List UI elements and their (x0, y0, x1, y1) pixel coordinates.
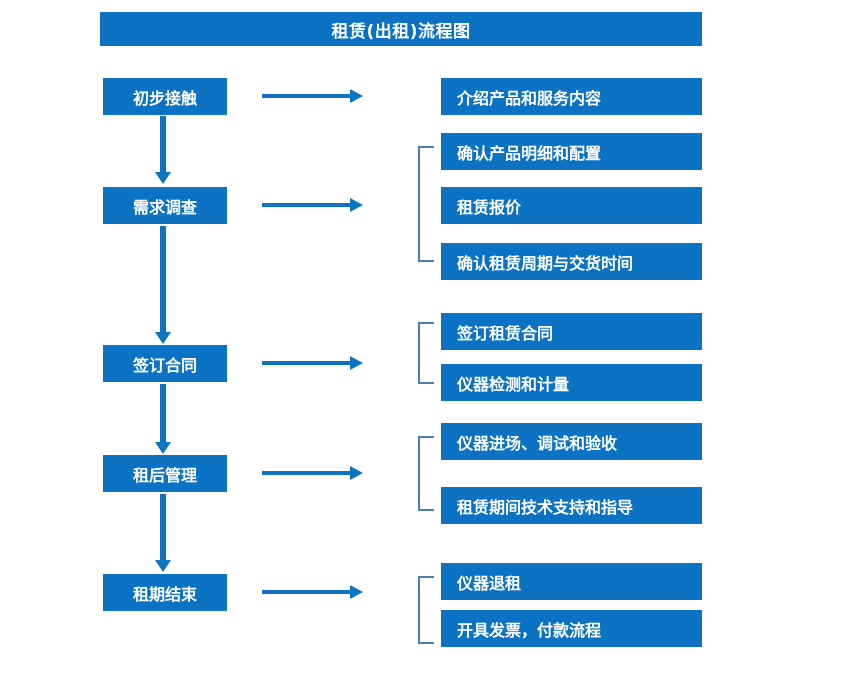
arrow-head (155, 172, 171, 184)
group-bracket-stage-2 (418, 146, 434, 262)
detail-box-confirm-rental-period[interactable]: 确认租赁周期与交货时间 (441, 243, 702, 280)
detail-box-rental-quote[interactable]: 租赁报价 (441, 187, 702, 224)
arrow-shaft (160, 226, 166, 332)
arrow-shaft (262, 94, 352, 98)
arrow-right-stage-2 (262, 198, 363, 212)
arrow-right-stage-3 (262, 356, 363, 370)
arrow-head (350, 356, 363, 370)
group-bracket-stage-5 (418, 576, 434, 644)
detail-box-sign-rental-contract[interactable]: 签订租赁合同 (441, 313, 702, 350)
arrow-head (350, 198, 363, 212)
group-bracket-stage-4 (418, 436, 434, 511)
stage-box-demand-survey[interactable]: 需求调查 (103, 187, 227, 224)
detail-box-technical-support[interactable]: 租赁期间技术支持和指导 (441, 487, 702, 524)
arrow-shaft (262, 590, 352, 594)
arrow-head (155, 332, 171, 344)
arrow-head (350, 466, 363, 480)
arrow-down-stage-2-to-3 (155, 226, 171, 344)
arrow-right-stage-1 (262, 89, 363, 103)
arrow-shaft (262, 203, 352, 207)
detail-box-introduce-products[interactable]: 介绍产品和服务内容 (441, 78, 702, 115)
arrow-head (155, 560, 171, 572)
arrow-shaft (262, 471, 352, 475)
arrow-shaft (262, 361, 352, 365)
stage-box-initial-contact[interactable]: 初步接触 (103, 78, 227, 115)
arrow-shaft (160, 116, 166, 172)
detail-box-instrument-inspection[interactable]: 仪器检测和计量 (441, 364, 702, 401)
arrow-down-stage-4-to-5 (155, 494, 171, 572)
stage-box-rental-end[interactable]: 租期结束 (103, 574, 227, 611)
flowchart-title: 租赁(出租)流程图 (100, 12, 702, 46)
arrow-head (350, 89, 363, 103)
stage-box-post-rental-management[interactable]: 租后管理 (103, 455, 227, 492)
arrow-shaft (160, 384, 166, 442)
arrow-shaft (160, 494, 166, 560)
group-bracket-stage-3 (418, 322, 434, 384)
detail-box-instrument-return[interactable]: 仪器退租 (441, 563, 702, 600)
stage-box-sign-contract[interactable]: 签订合同 (103, 345, 227, 382)
arrow-head (155, 442, 171, 454)
detail-box-instrument-installation[interactable]: 仪器进场、调试和验收 (441, 423, 702, 460)
arrow-down-stage-3-to-4 (155, 384, 171, 454)
arrow-right-stage-4 (262, 466, 363, 480)
detail-box-confirm-product-details[interactable]: 确认产品明细和配置 (441, 133, 702, 170)
detail-box-invoice-payment[interactable]: 开具发票，付款流程 (441, 610, 702, 647)
arrow-head (350, 585, 363, 599)
arrow-down-stage-1-to-2 (155, 116, 171, 184)
arrow-right-stage-5 (262, 585, 363, 599)
